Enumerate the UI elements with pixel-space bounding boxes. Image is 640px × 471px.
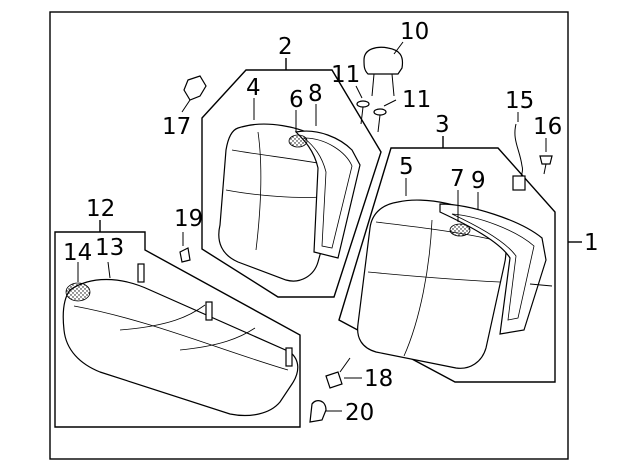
pad-14 bbox=[65, 282, 91, 302]
group-frame-3 bbox=[338, 147, 556, 383]
callout-20: 20 bbox=[345, 400, 374, 426]
callout-11b: 11 bbox=[402, 87, 431, 113]
callout-8: 8 bbox=[308, 81, 323, 107]
callout-15: 15 bbox=[505, 88, 534, 114]
callout-4: 4 bbox=[246, 75, 261, 101]
callout-12: 12 bbox=[86, 196, 115, 222]
group-frame-12 bbox=[54, 231, 301, 428]
callout-1: 1 bbox=[584, 230, 599, 256]
headrest-guides-11 bbox=[356, 100, 387, 133]
callout-2: 2 bbox=[278, 34, 293, 60]
pad-6 bbox=[288, 134, 308, 148]
callout-7: 7 bbox=[450, 166, 465, 192]
headrest-10 bbox=[363, 46, 404, 97]
callout-19: 19 bbox=[174, 206, 203, 232]
hook-20 bbox=[309, 400, 327, 423]
seat-cushion-13 bbox=[62, 263, 299, 417]
callout-11a: 11 bbox=[331, 62, 360, 88]
harness-15 bbox=[512, 123, 526, 191]
pad-7 bbox=[449, 223, 471, 237]
clip-19 bbox=[179, 247, 191, 263]
callout-14: 14 bbox=[63, 240, 92, 266]
callout-labels: 1 2 3 4 5 6 7 8 9 10 11 11 12 13 14 15 1… bbox=[63, 19, 599, 426]
callout-17: 17 bbox=[162, 114, 191, 140]
outer-frame bbox=[49, 11, 569, 460]
callout-13: 13 bbox=[95, 235, 124, 261]
callout-18: 18 bbox=[364, 366, 393, 392]
callout-9: 9 bbox=[471, 168, 486, 194]
callout-6: 6 bbox=[289, 87, 304, 113]
callout-3: 3 bbox=[435, 112, 450, 138]
bracket-lines bbox=[99, 58, 582, 243]
strap-18 bbox=[325, 357, 351, 389]
callout-10: 10 bbox=[400, 19, 429, 45]
leader-lines bbox=[77, 41, 547, 412]
bolt-16 bbox=[539, 155, 553, 175]
callout-5: 5 bbox=[399, 154, 414, 180]
group-frame-2 bbox=[201, 69, 382, 298]
bracket-17 bbox=[183, 75, 207, 101]
callout-16: 16 bbox=[533, 114, 562, 140]
